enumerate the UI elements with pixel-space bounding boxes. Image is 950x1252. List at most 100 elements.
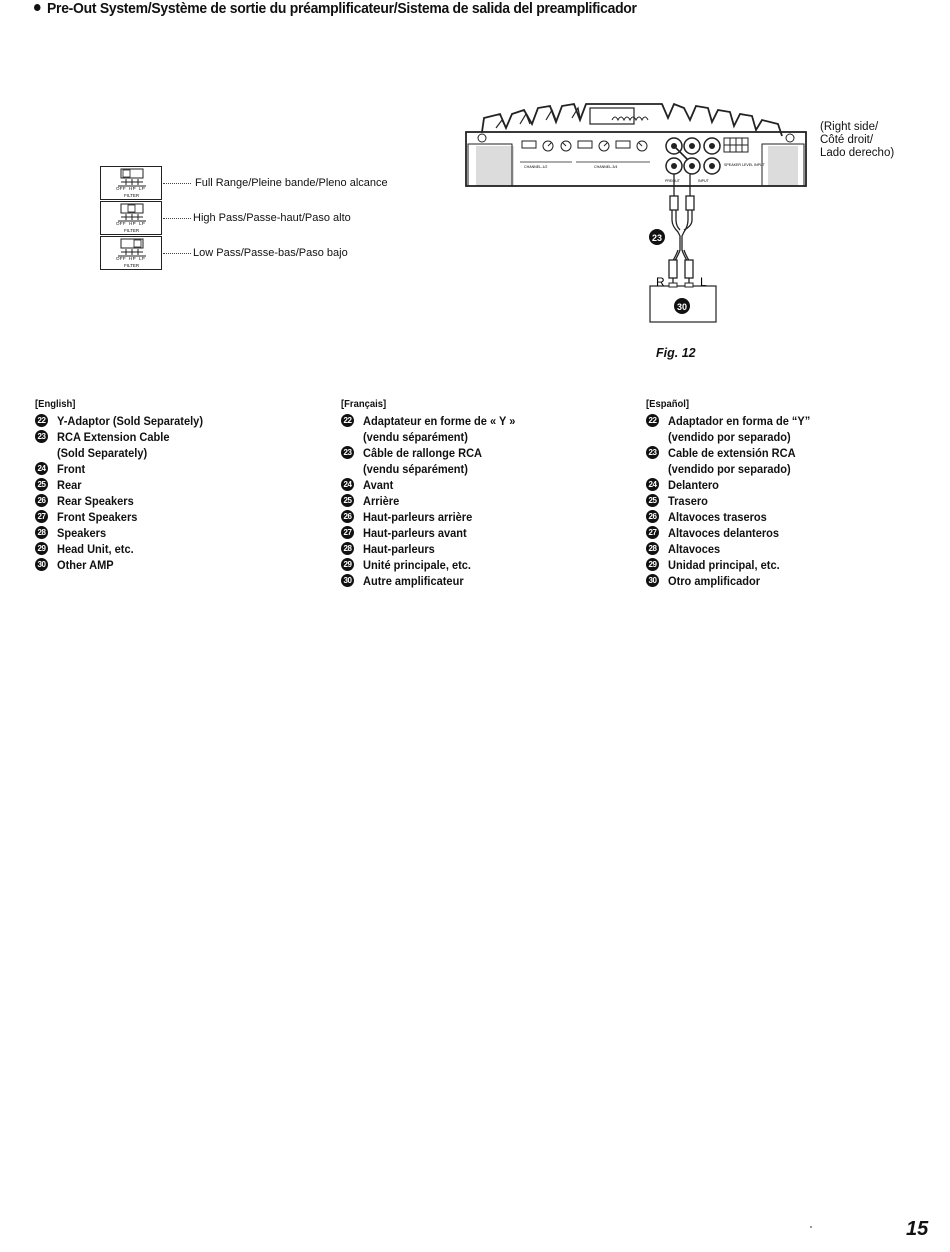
figure-label: Fig. 12: [656, 346, 696, 360]
item-number-icon: 23: [341, 446, 354, 459]
leader-line: [163, 218, 191, 219]
amplifier-diagram: CHANNEL-1/2 CHANNEL-3/4 PREOUT INPUT SPE…: [465, 102, 807, 323]
item-text: Adaptador en forma de “Y” (vendido por s…: [668, 414, 811, 444]
item-number-icon: 29: [35, 542, 48, 555]
leader-line: [163, 253, 191, 254]
screw-icon: [785, 133, 795, 143]
heatsink-slot: [589, 107, 635, 125]
rca-input-r: [668, 282, 678, 288]
filter-label-high-pass: High Pass/Passe-haut/Paso alto: [193, 212, 351, 224]
item-text: Altavoces delanteros: [668, 526, 780, 540]
filter-switch-icon: [118, 238, 146, 257]
item-number-icon: 30: [35, 558, 48, 571]
item-number-icon: 27: [646, 526, 659, 539]
item-number-icon: 22: [646, 414, 659, 427]
filter-switch-icon: [118, 203, 146, 222]
item-number-icon: 25: [646, 494, 659, 507]
other-amp-box: [649, 285, 717, 323]
list-item: 29 Unité principale, etc.: [341, 557, 529, 573]
item-text: Speakers: [57, 526, 107, 540]
item-text: Trasero: [668, 494, 708, 508]
item-text: Y-Adaptor (Sold Separately): [57, 414, 204, 428]
item-number-icon: 25: [341, 494, 354, 507]
list-item: 27 Haut-parleurs avant: [341, 525, 529, 541]
list-item: 22 Adaptateur en forme de « Y » (vendu sé…: [341, 413, 529, 445]
item-text: Adaptateur en forme de « Y » (vendu sépa…: [363, 414, 516, 444]
item-number-icon: 29: [341, 558, 354, 571]
channel-l-label: L: [700, 275, 707, 289]
amp-right-shade: [768, 146, 798, 186]
item-number-icon: 27: [35, 510, 48, 523]
item-text: Cable de extensión RCA (vendido por sepa…: [668, 446, 796, 476]
item-text: Unidad principal, etc.: [668, 558, 780, 572]
item-text: Head Unit, etc.: [57, 542, 134, 556]
item-text: RCA Extension Cable (Sold Separately): [57, 430, 170, 460]
side-note-text: (Right side/ Côté droit/ Lado derecho): [820, 121, 895, 159]
list-item: 23 Câble de rallonge RCA (vendu séparémen…: [341, 445, 529, 477]
filter-box-label: FILTER: [124, 193, 140, 198]
item-number-icon: 26: [646, 510, 659, 523]
heatsink-ribs: [611, 116, 649, 122]
item-text: Câble de rallonge RCA (vendu séparément): [363, 446, 483, 476]
item-text: Rear: [57, 478, 82, 492]
item-text: Other AMP: [57, 558, 114, 572]
page-number: 15: [906, 1218, 929, 1240]
filter-label-low-pass: Low Pass/Passe-bas/Paso bajo: [193, 247, 348, 259]
rca-jacks: [665, 137, 721, 175]
list-item: 28 Speakers: [35, 525, 216, 541]
rca-cable: [668, 174, 695, 286]
input-label: INPUT: [698, 179, 710, 183]
item-number-icon: 24: [341, 478, 354, 491]
amp-left-end: [467, 143, 513, 187]
page-mark: [810, 1226, 812, 1228]
item-text: Front Speakers: [57, 510, 138, 524]
item-text: Front: [57, 462, 86, 476]
list-item: 27 Altavoces delanteros: [646, 525, 823, 541]
channel-1-2-label: CHANNEL-1/2: [524, 165, 547, 169]
filter-positions: OFF HP LP: [116, 256, 146, 261]
callout-30-icon: [674, 298, 690, 314]
leader-line: [163, 183, 191, 184]
heatsink-outline: [481, 102, 783, 137]
item-number-icon: 26: [341, 510, 354, 523]
preout-label: PREOUT: [665, 179, 681, 183]
channel-r-label: R: [656, 275, 665, 289]
filter-positions: OFF HP LP: [116, 221, 146, 226]
item-text: Haut-parleurs avant: [363, 526, 467, 540]
filter-label-full-range: Full Range/Pleine bande/Pleno alcance: [195, 177, 388, 189]
list-item: 22 Adaptador en forma de “Y” (vendido por…: [646, 413, 823, 445]
item-text: Unité principale, etc.: [363, 558, 471, 572]
list-item: 26 Altavoces traseros: [646, 509, 823, 525]
channel-3-4-controls: [576, 140, 650, 163]
item-number-icon: 28: [341, 542, 354, 555]
item-number-icon: 22: [35, 414, 48, 427]
amp-left-shade: [476, 146, 514, 186]
channel-3-4-label: CHANNEL-3/4: [594, 165, 617, 169]
y-adaptor-line: [673, 145, 689, 161]
item-number-icon: 25: [35, 478, 48, 491]
speaker-level-label: SPEAKER LEVEL INPUT: [724, 163, 766, 167]
item-text: Autre amplificateur: [363, 574, 464, 588]
item-number-icon: 27: [341, 526, 354, 539]
item-text: Altavoces traseros: [668, 510, 767, 524]
speaker-level-connector: [723, 137, 749, 153]
list-item: 30 Other AMP: [35, 557, 216, 573]
item-number-icon: 22: [341, 414, 354, 427]
rca-input-l: [684, 282, 694, 288]
channel-1-2-controls: [520, 140, 572, 163]
item-number-icon: 23: [646, 446, 659, 459]
amp-right-end: [761, 143, 805, 187]
item-number-icon: 28: [35, 526, 48, 539]
callout-23-icon: [649, 229, 665, 245]
